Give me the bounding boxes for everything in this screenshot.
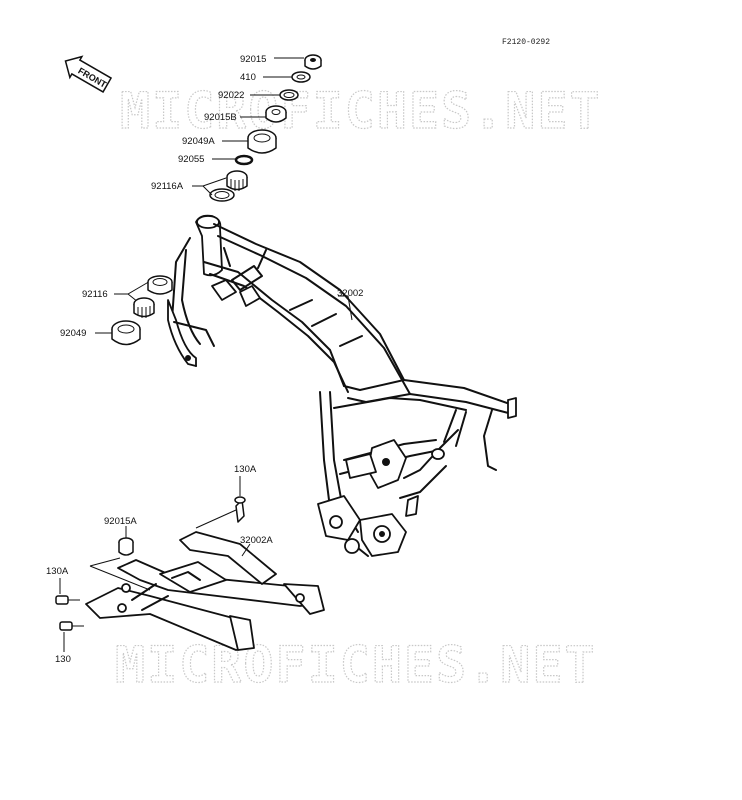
diagram-code: F2120-0292 bbox=[502, 38, 550, 47]
watermark-bottom: MICROFICHES.NET bbox=[115, 636, 597, 694]
label-130A-top: 130A bbox=[234, 464, 257, 475]
collar-92015A-icon bbox=[118, 537, 134, 556]
leader-lines-bottom bbox=[59, 476, 251, 652]
race-92116-icon bbox=[147, 275, 173, 295]
label-92049A: 92049A bbox=[182, 136, 215, 147]
leader-lines-top bbox=[95, 57, 304, 334]
label-92015A: 92015A bbox=[104, 516, 137, 527]
steering-stem-parts bbox=[209, 54, 322, 202]
bolt-130A-top-icon bbox=[234, 496, 246, 523]
nut-92015B-icon bbox=[265, 105, 287, 123]
oring-92055-icon bbox=[234, 154, 254, 166]
seal-92049A-icon bbox=[247, 129, 277, 154]
nut-92015-icon bbox=[304, 54, 322, 70]
label-32002A: 32002A bbox=[240, 535, 273, 546]
lower-bearing-parts bbox=[111, 275, 173, 346]
bearing-92116A-icon bbox=[226, 170, 248, 191]
label-92015: 92015 bbox=[240, 54, 266, 65]
main-frame-32002 bbox=[167, 214, 517, 557]
label-92116: 92116 bbox=[82, 289, 108, 300]
label-92015B: 92015B bbox=[204, 112, 237, 123]
label-92116A: 92116A bbox=[151, 181, 184, 192]
label-32002: 32002 bbox=[337, 288, 363, 299]
front-arrow-icon: FRONT bbox=[64, 55, 113, 93]
bearing-92116-icon bbox=[133, 297, 155, 318]
label-410: 410 bbox=[240, 72, 256, 83]
label-92049: 92049 bbox=[60, 328, 86, 339]
sub-frame-32002A bbox=[85, 531, 325, 651]
label-92022: 92022 bbox=[218, 90, 244, 101]
race-92116A-icon bbox=[209, 188, 235, 202]
washer-410-icon bbox=[291, 71, 311, 83]
bolt-130-icon bbox=[59, 621, 84, 631]
label-92055: 92055 bbox=[178, 154, 204, 165]
part-labels: 92015 410 92022 92015B 92049A 92055 9211… bbox=[46, 54, 363, 665]
bolt-130A-left-icon bbox=[55, 595, 80, 605]
seal-92049-icon bbox=[111, 320, 141, 346]
leader-32002 bbox=[338, 295, 353, 321]
label-130A-left: 130A bbox=[46, 566, 69, 577]
washer-92022-icon bbox=[279, 89, 299, 101]
label-130: 130 bbox=[55, 654, 71, 665]
watermark-top: MICROFICHES.NET bbox=[120, 82, 602, 140]
